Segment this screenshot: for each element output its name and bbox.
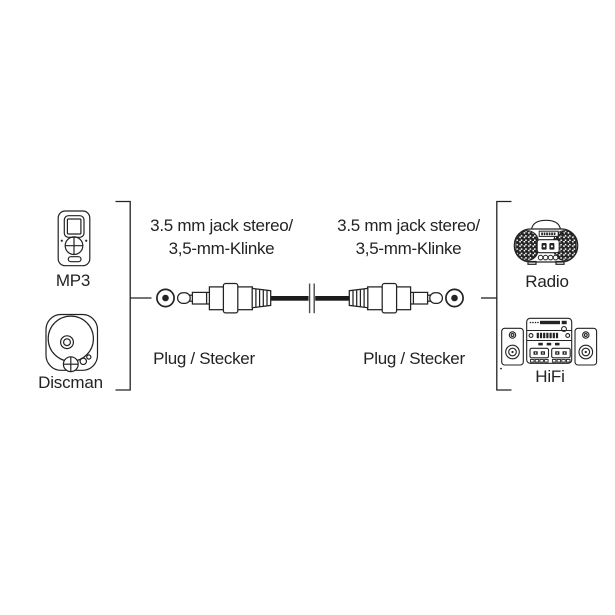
right-jack-title-line2: 3,5-mm-Klinke <box>355 238 462 258</box>
radio-label: Radio <box>525 272 569 291</box>
left-jack-socket-icon <box>156 288 175 308</box>
left-jack-title-line2: 3,5-mm-Klinke <box>168 238 275 258</box>
left-jack-title-line1: 3.5 mm jack stereo/ <box>150 216 293 235</box>
discman-label: Discman <box>38 373 103 392</box>
discman-icon <box>45 313 99 373</box>
right-jack-title: 3.5 mm jack stereo/ 3,5-mm-Klinke <box>327 215 490 260</box>
left-jack-title: 3.5 mm jack stereo/ 3,5-mm-Klinke <box>140 215 303 260</box>
boombox-icon <box>513 219 579 265</box>
right-plug-label: Plug / Stecker <box>363 349 465 368</box>
cable-break-mark <box>308 283 315 314</box>
right-jack-title-line1: 3.5 mm jack stereo/ <box>337 216 480 235</box>
right-jack-socket-icon <box>445 288 464 308</box>
right-jack-plug-icon <box>348 282 444 314</box>
mp3-player-icon <box>57 210 91 267</box>
right-bracket <box>481 200 512 391</box>
cable <box>270 296 350 301</box>
hifi-label: HiFi <box>535 367 565 386</box>
mp3-label: MP3 <box>55 271 91 290</box>
left-plug-label: Plug / Stecker <box>153 349 255 368</box>
left-bracket <box>115 200 152 391</box>
left-jack-plug-icon <box>176 282 272 314</box>
hifi-system-icon <box>500 317 598 370</box>
